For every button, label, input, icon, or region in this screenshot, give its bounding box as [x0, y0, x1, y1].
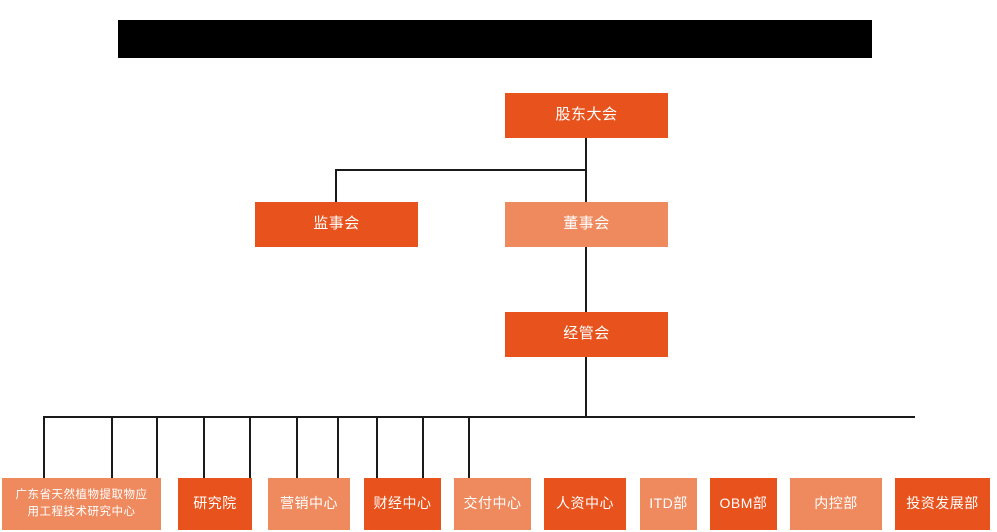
connector-drop-research-institute	[111, 416, 113, 478]
connector-shareholders-stem	[585, 138, 587, 170]
node-research-institute-label: 研究院	[193, 495, 237, 512]
node-delivery-center-label: 交付中心	[463, 495, 522, 512]
node-internal-control-dept-label: 内控部	[814, 495, 858, 512]
connector-supervisors-drop	[335, 169, 337, 202]
node-internal-control-dept[interactable]: 内控部	[790, 478, 882, 530]
node-marketing-center-label: 营销中心	[280, 495, 338, 512]
connector-drop-delivery-center	[249, 416, 251, 478]
node-gd-research-center-label: 广东省天然植物提取物应 用工程技术研究中心	[15, 488, 148, 518]
connector-drop-internal-control-dept	[422, 416, 424, 478]
connector-directors-drop	[585, 169, 587, 202]
node-shareholders-label: 股东大会	[555, 106, 618, 124]
connector-drop-finance-center	[203, 416, 205, 478]
node-shareholders[interactable]: 股东大会	[505, 93, 668, 138]
connector-drop-investment-development-dept	[468, 416, 470, 478]
node-obm-dept[interactable]: OBM部	[710, 478, 777, 530]
connector-drop-itd-dept	[337, 416, 339, 478]
node-management[interactable]: 经管会	[505, 312, 668, 357]
connector-shareholders-bar	[335, 169, 587, 171]
node-itd-dept[interactable]: ITD部	[640, 478, 697, 530]
node-supervisors[interactable]: 监事会	[255, 202, 418, 247]
node-hr-center-label: 人资中心	[556, 495, 614, 512]
node-finance-center[interactable]: 财经中心	[364, 478, 441, 530]
node-management-label: 经管会	[563, 325, 610, 343]
node-obm-dept-label: OBM部	[719, 495, 768, 512]
node-finance-center-label: 财经中心	[373, 495, 432, 512]
node-directors-label: 董事会	[563, 215, 610, 233]
node-supervisors-label: 监事会	[313, 215, 360, 233]
connector-directors-to-management	[585, 247, 587, 312]
node-investment-development-dept-label: 投资发展部	[906, 495, 979, 512]
connector-drop-hr-center	[296, 416, 298, 478]
redacted-title-banner	[118, 20, 872, 58]
connector-management-stem	[585, 357, 587, 417]
node-research-institute[interactable]: 研究院	[178, 478, 252, 530]
node-gd-research-center[interactable]: 广东省天然植物提取物应 用工程技术研究中心	[2, 478, 161, 530]
connector-drop-obm-dept	[376, 416, 378, 478]
node-delivery-center[interactable]: 交付中心	[454, 478, 531, 530]
node-hr-center[interactable]: 人资中心	[544, 478, 626, 530]
node-itd-dept-label: ITD部	[649, 495, 688, 512]
node-directors[interactable]: 董事会	[505, 202, 668, 247]
connector-drop-marketing-center	[156, 416, 158, 478]
node-marketing-center[interactable]: 营销中心	[268, 478, 350, 530]
connector-departments-bus	[43, 416, 915, 418]
node-investment-development-dept[interactable]: 投资发展部	[895, 478, 990, 530]
connector-drop-gd-research-center	[43, 416, 45, 478]
